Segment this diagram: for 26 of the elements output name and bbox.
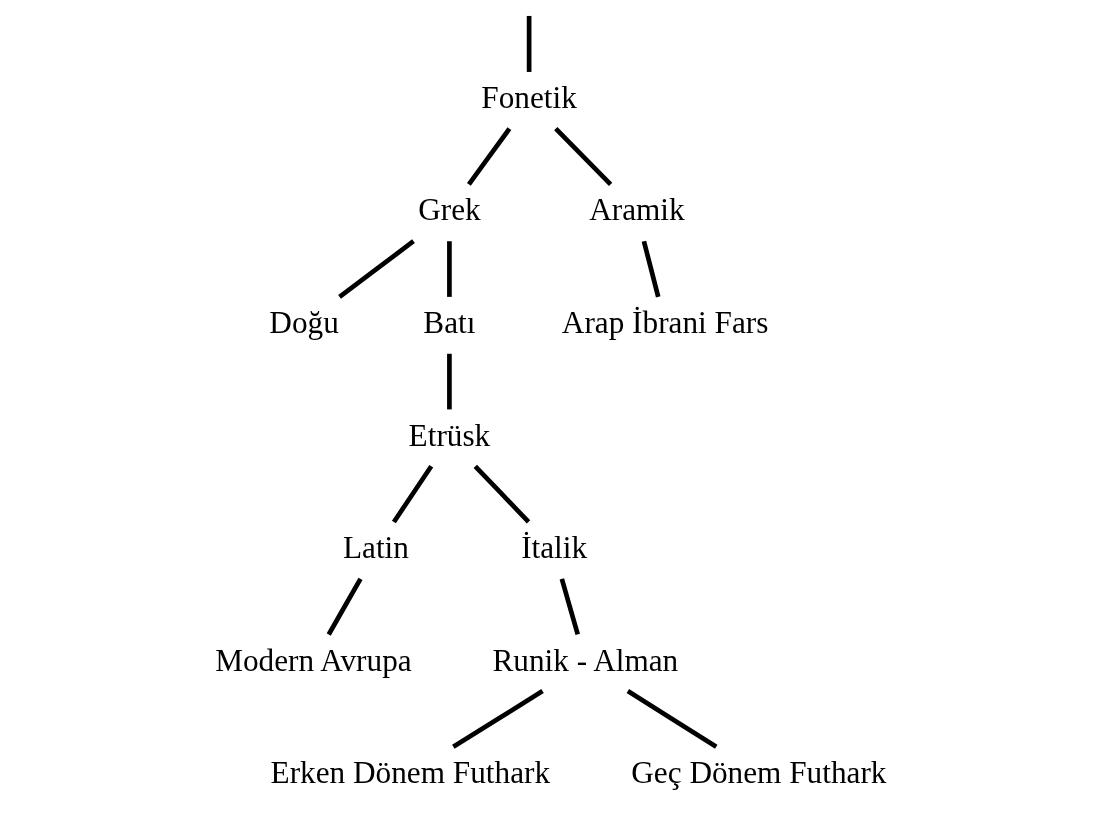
node-text: Etrüsk	[408, 417, 491, 453]
connector	[467, 127, 512, 186]
node-text: Modern Avrupa	[215, 642, 412, 678]
connector	[554, 127, 613, 186]
node-text: Batı	[423, 304, 476, 340]
connector	[626, 689, 718, 749]
node-text: Latin	[342, 530, 409, 566]
node-text: Aramik	[589, 192, 685, 228]
node-text: Erken Dönem Futhark	[270, 755, 551, 791]
node-text: Grek	[418, 192, 481, 228]
connector	[391, 465, 434, 524]
connector	[559, 578, 580, 636]
connector	[473, 464, 531, 524]
connector	[526, 15, 532, 72]
node-text: Doğu	[269, 304, 339, 340]
node-text: Runik - Alman	[492, 642, 679, 678]
connector	[452, 689, 544, 749]
node-text: İtalik	[521, 530, 588, 566]
connector	[338, 239, 415, 299]
connector	[326, 577, 363, 636]
node-text: Arap İbrani Fars	[561, 304, 769, 340]
connector	[447, 353, 452, 410]
node-text: Fonetik	[481, 79, 577, 115]
node-text: Geç Dönem Futhark	[631, 755, 887, 791]
connector	[447, 241, 452, 297]
connector	[641, 240, 661, 298]
